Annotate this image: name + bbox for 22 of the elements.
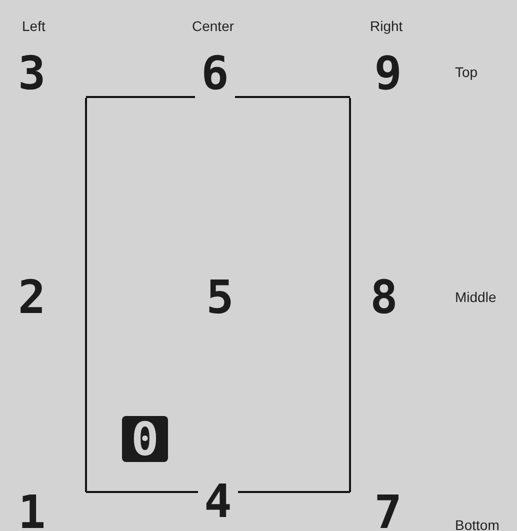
connector-line (238, 491, 350, 493)
digit-label: 1 (18, 492, 86, 531)
connector-line (235, 96, 350, 98)
digit-label: 2 (18, 272, 68, 322)
digit-label: 3 (18, 48, 86, 98)
digit-label: 8 (362, 272, 406, 322)
digit-label: 6 (195, 48, 235, 98)
digit-label: 9 (350, 48, 402, 98)
cursor-digit: 0 (122, 416, 168, 462)
row-heading: Middle (455, 289, 496, 305)
digit-label: 7 (350, 492, 402, 531)
column-heading: Center (192, 18, 234, 34)
connector-line (349, 98, 351, 492)
column-heading: Left (22, 18, 46, 34)
connector-line (85, 98, 87, 492)
connector-line (86, 491, 198, 493)
digit-label: 4 (198, 470, 238, 531)
column-heading: Right (370, 18, 403, 34)
row-heading: Bottom (455, 517, 500, 531)
row-heading: Top (455, 64, 478, 80)
connector-line (86, 96, 195, 98)
digit-label: 5 (198, 272, 242, 322)
